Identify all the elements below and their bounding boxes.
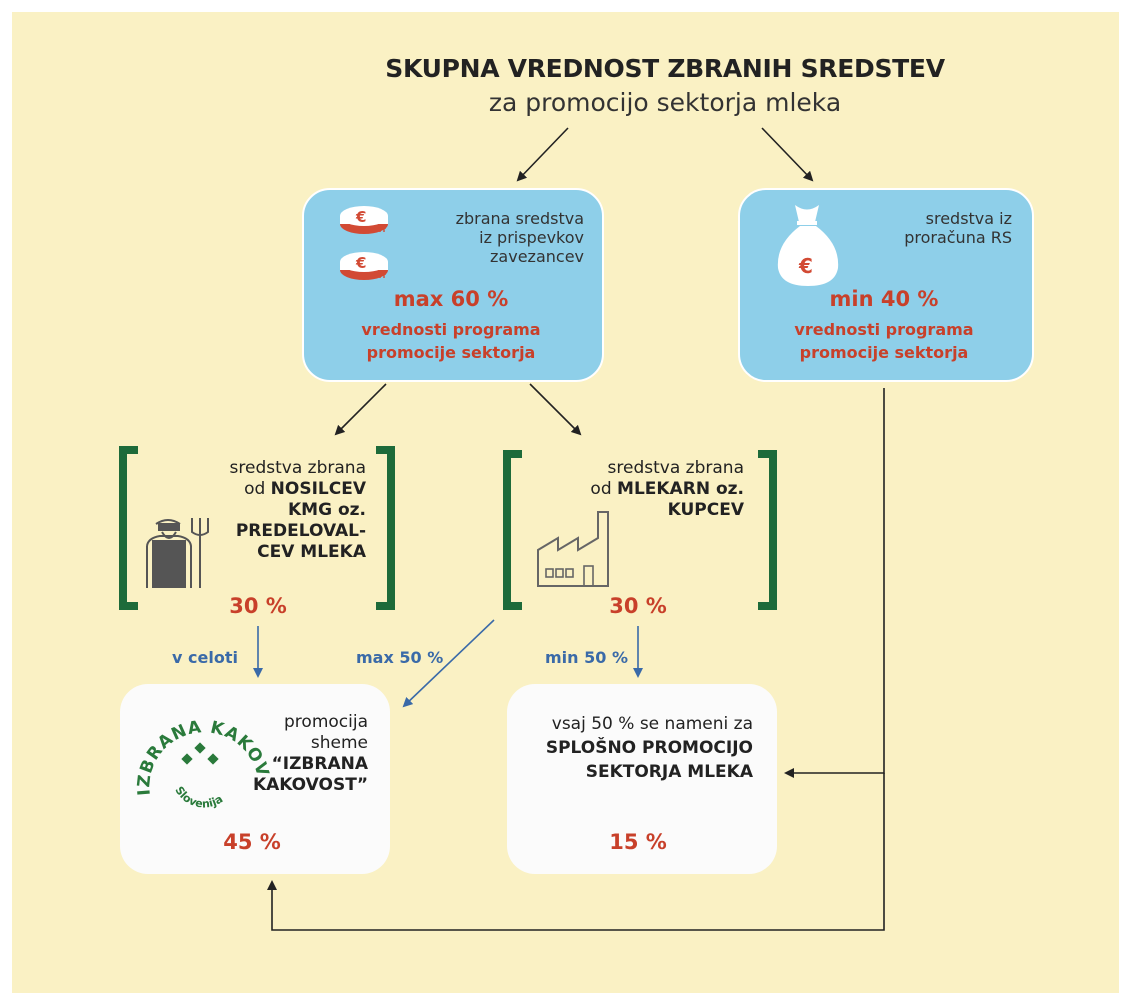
dairies-text: sredstva zbrana od MLEKARN oz. KUPCEV	[590, 458, 744, 520]
arrow-title-to-budget	[761, 127, 814, 182]
diagram-title: SKUPNA VREDNOST ZBRANIH SREDSTEV	[385, 54, 945, 83]
contributions-text: zbrana sredstva iz prispevkov zavezancev	[455, 209, 584, 266]
budget-percent: min 40 %	[829, 287, 939, 311]
general-promotion-percent: 15 %	[609, 830, 667, 854]
diagram-subtitle: za promocijo sektorja mleka	[488, 88, 842, 117]
farmers-text: sredstva zbrana od NOSILCEV KMG oz. PRED…	[229, 458, 366, 562]
budget-to-general-line	[784, 388, 885, 778]
arrow-contrib-to-dairies	[529, 383, 582, 436]
dairies-percent: 30 %	[609, 594, 667, 618]
general-promotion-box	[507, 684, 777, 874]
flow-label-whole: v celoti	[172, 648, 238, 667]
general-promotion-text: vsaj 50 % se nameni za SPLOŠNO PROMOCIJO…	[545, 714, 753, 782]
farmers-percent: 30 %	[229, 594, 287, 618]
flow-dairies-max	[402, 619, 495, 708]
budget-text: sredstva iz proračuna RS	[904, 209, 1012, 247]
flow-label-max50: max 50 %	[356, 648, 444, 667]
budget-to-quality-line	[267, 773, 885, 931]
contributions-caption: vrednosti programa promocije sektorja	[361, 320, 541, 362]
arrow-title-to-contributions	[516, 127, 569, 182]
contributions-percent: max 60 %	[393, 287, 509, 311]
budget-box	[738, 188, 1034, 382]
arrow-contrib-to-farmers	[334, 383, 387, 436]
quality-scheme-box	[120, 684, 390, 874]
quality-scheme-text: promocija sheme “IZBRANA KAKOVOST”	[252, 712, 368, 795]
quality-scheme-percent: 45 %	[223, 830, 281, 854]
budget-caption: vrednosti programa promocije sektorja	[794, 320, 974, 362]
flow-label-min50: min 50 %	[545, 648, 628, 667]
